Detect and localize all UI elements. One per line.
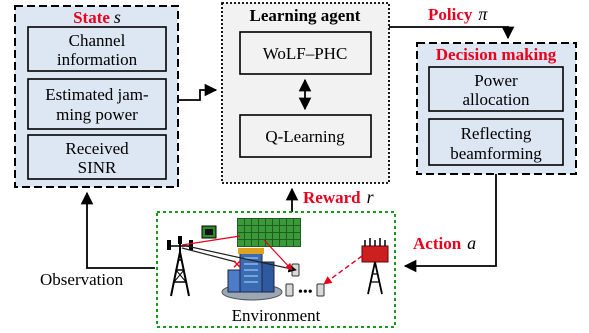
decision-item-power: Power allocation xyxy=(428,66,564,112)
ris-element xyxy=(280,233,286,239)
ris-element xyxy=(280,226,286,232)
decision-panel: Decision making Power allocation Reflect… xyxy=(416,42,577,175)
ris-to-user-link xyxy=(263,239,293,271)
action-arrow xyxy=(403,174,497,273)
svg-text:SINR: SINR xyxy=(78,158,117,177)
svg-text:Reflecting: Reflecting xyxy=(461,124,532,143)
svg-text:Estimated jam-: Estimated jam- xyxy=(45,85,149,104)
ris-element xyxy=(259,219,265,225)
ris-element xyxy=(259,240,265,246)
ris-element xyxy=(280,219,286,225)
learning-agent-panel: Learning agent WoLF–PHC Q-Learning xyxy=(221,2,390,184)
ris-element xyxy=(238,226,244,232)
ris-element xyxy=(266,219,272,225)
ris-element xyxy=(252,240,258,246)
q-learning-box: Q-Learning xyxy=(239,114,372,158)
base-station-icon xyxy=(167,236,193,297)
environment-label: Environment xyxy=(232,306,321,325)
state-item-channel: Channel information xyxy=(27,26,167,72)
ris-element xyxy=(252,226,258,232)
relay-module-icon xyxy=(201,225,217,239)
svg-text:Received: Received xyxy=(65,139,129,158)
ris-element xyxy=(245,233,251,239)
svg-text:information: information xyxy=(57,50,138,69)
ris-element xyxy=(273,240,279,246)
ris-element xyxy=(287,226,293,232)
decision-title: Decision making xyxy=(436,45,557,64)
wolf-phc-box: WoLF–PHC xyxy=(239,31,372,75)
svg-text:beamforming: beamforming xyxy=(450,144,542,163)
ris-element xyxy=(273,226,279,232)
ris-element xyxy=(294,219,300,225)
ris-element xyxy=(287,219,293,225)
ris-element xyxy=(259,226,265,232)
ris-element xyxy=(287,233,293,239)
blocked-x-icon: × xyxy=(232,257,242,271)
ris-element xyxy=(287,240,293,246)
ris-element xyxy=(245,226,251,232)
decision-item-beamforming: Reflecting beamforming xyxy=(428,118,564,166)
state-item-sinr: Received SINR xyxy=(27,134,167,180)
svg-text:•••: ••• xyxy=(298,285,313,300)
ris-element xyxy=(238,219,244,225)
svg-text:allocation: allocation xyxy=(462,90,530,109)
ris-element xyxy=(266,233,272,239)
svg-text:WoLF–PHC: WoLF–PHC xyxy=(263,44,348,63)
ris-element xyxy=(266,240,272,246)
ris-element xyxy=(238,240,244,246)
ris-panel-icon xyxy=(237,218,301,247)
jammer-icon xyxy=(361,238,389,295)
ris-element xyxy=(252,233,258,239)
observation-arrow xyxy=(80,191,155,269)
ris-element xyxy=(294,233,300,239)
ris-element xyxy=(294,240,300,246)
svg-text:Channel: Channel xyxy=(69,31,126,50)
direct-link xyxy=(181,244,297,273)
svg-text:ming power: ming power xyxy=(56,105,138,124)
state-item-jamming-power: Estimated jam- ming power xyxy=(27,78,167,130)
svg-text:Power: Power xyxy=(474,71,518,90)
ris-element xyxy=(259,233,265,239)
state-to-agent-arrow xyxy=(178,83,218,101)
policy-arrow xyxy=(389,26,515,40)
building-icon xyxy=(221,248,283,301)
ris-element xyxy=(294,226,300,232)
ris-element xyxy=(266,226,272,232)
observation-label: Observation xyxy=(40,270,124,289)
ris-element xyxy=(238,233,244,239)
environment-panel: ••• × Environment xyxy=(156,211,396,328)
svg-text:Q-Learning: Q-Learning xyxy=(265,127,345,146)
ris-element xyxy=(252,219,258,225)
ris-element xyxy=(245,240,251,246)
ris-element xyxy=(273,233,279,239)
bs-to-ris-link xyxy=(181,235,241,246)
ris-element xyxy=(245,219,251,225)
ris-element xyxy=(280,240,286,246)
ris-element xyxy=(273,219,279,225)
blocked-link xyxy=(181,247,237,263)
agent-title: Learning agent xyxy=(250,6,361,25)
